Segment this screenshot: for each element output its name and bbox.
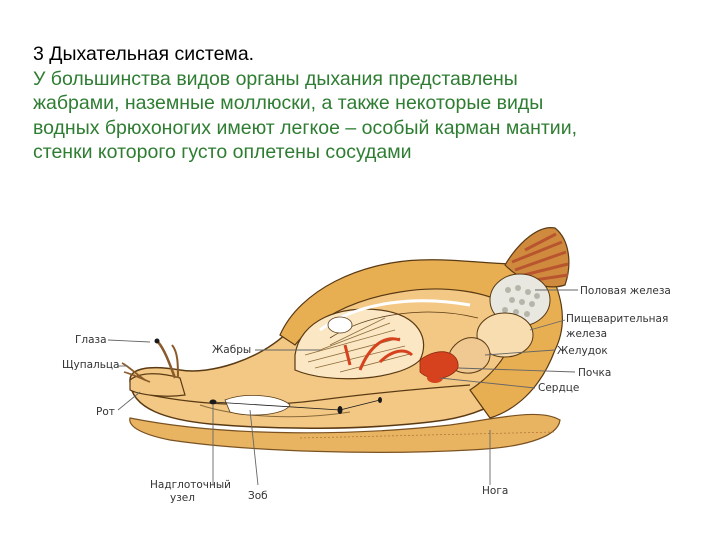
label-kidney: Почка <box>578 367 611 379</box>
eye <box>154 338 160 344</box>
slide-heading: 3 Дыхательная система. <box>33 43 255 65</box>
label-gills: Жабры <box>212 344 251 356</box>
foot <box>129 413 561 453</box>
digestive-gland <box>476 312 534 358</box>
label-tentacles: Щупальца <box>62 359 119 371</box>
body-line: У большинства видов органы дыхания предс… <box>33 67 518 90</box>
body-line: стенки которого густо оплетены сосудами <box>33 141 412 163</box>
slide-text: 3 Дыхательная система. У большинства вид… <box>33 42 713 165</box>
crop <box>224 395 291 416</box>
shell <box>279 259 563 419</box>
label-heart: Сердце <box>538 382 579 394</box>
label-mouth: Рот <box>96 406 115 418</box>
leader-lines <box>107 289 578 486</box>
label-foot: Нога <box>482 485 508 497</box>
body-line: жабрами, наземные моллюски, а также неко… <box>33 92 544 114</box>
lung-sac <box>327 316 353 334</box>
label-ganglion: Надглоточный <box>150 479 231 491</box>
label-digestive-gland: железа <box>566 328 607 340</box>
label-stomach: Желудок <box>557 345 608 357</box>
kidney <box>419 351 459 379</box>
heart <box>427 373 443 383</box>
label-eyes: Глаза <box>75 334 107 346</box>
heart-vessels <box>343 337 414 371</box>
label-crop: Зоб <box>248 490 268 502</box>
tentacle-upper <box>157 341 177 379</box>
label-ganglion: узел <box>170 492 195 504</box>
label-digestive-gland: Пищеварительная <box>566 313 668 325</box>
gill <box>304 317 411 373</box>
body-line: водных брюхоногих имеют легкое – особый … <box>33 116 578 139</box>
label-gonad: Половая железа <box>580 285 671 297</box>
